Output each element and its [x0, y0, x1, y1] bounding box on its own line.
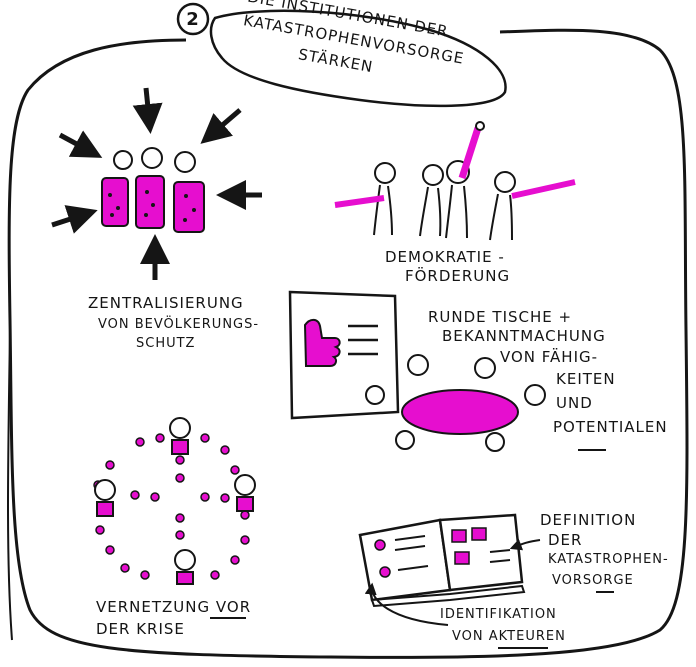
frame-left-edge [7, 329, 13, 641]
democracy-illustration [334, 121, 576, 241]
title-banner [209, 9, 507, 108]
round-tables-line-5: UND [556, 394, 593, 412]
centralization-line-1: ZENTRALISIERUNG [88, 294, 244, 312]
definition-line-1: DEFINITION [540, 511, 636, 529]
network-caption: VERNETZUNG VOR DER KRISE [96, 598, 251, 638]
number-badge-text: 2 [186, 9, 200, 30]
network-line-1: VERNETZUNG VOR [96, 598, 251, 616]
round-tables-line-1: RUNDE TISCHE + [428, 308, 572, 326]
identification-line-2: VON AKTEUREN [452, 629, 566, 644]
definition-caption: DEFINITION DER KATASTROPHEN- VORSORGE [540, 511, 669, 593]
network-illustration [93, 417, 256, 585]
definition-line-4: VORSORGE [552, 573, 634, 588]
book-illustration [358, 513, 541, 626]
round-tables-line-3: VON FÄHIG- [500, 347, 598, 366]
identification-line-1: IDENTIFIKATION [440, 607, 557, 622]
round-tables-line-6: POTENTIALEN [553, 418, 668, 436]
democracy-caption: DEMOKRATIE - FÖRDERUNG [385, 248, 510, 285]
democracy-line-2: FÖRDERUNG [405, 266, 510, 285]
round-tables-line-4: KEITEN [556, 370, 616, 388]
centralization-caption: ZENTRALISIERUNG VON BEVÖLKERUNGS- SCHUTZ [88, 294, 259, 351]
round-tables-caption: RUNDE TISCHE + BEKANNTMACHUNG VON FÄHIG-… [428, 308, 668, 451]
centralization-line-3: SCHUTZ [136, 336, 195, 351]
definition-line-2: DER [548, 531, 582, 549]
democracy-line-1: DEMOKRATIE - [385, 248, 505, 266]
identification-caption: IDENTIFIKATION VON AKTEUREN [440, 607, 566, 649]
number-badge [176, 2, 210, 36]
network-line-2: DER KRISE [96, 620, 185, 638]
definition-line-3: KATASTROPHEN- [548, 552, 669, 567]
centralization-line-2: VON BEVÖLKERUNGS- [98, 315, 259, 332]
round-table-illustration [288, 290, 546, 452]
round-tables-line-2: BEKANNTMACHUNG [442, 327, 606, 345]
frame-border [7, 28, 689, 659]
centralization-illustration [51, 87, 262, 280]
